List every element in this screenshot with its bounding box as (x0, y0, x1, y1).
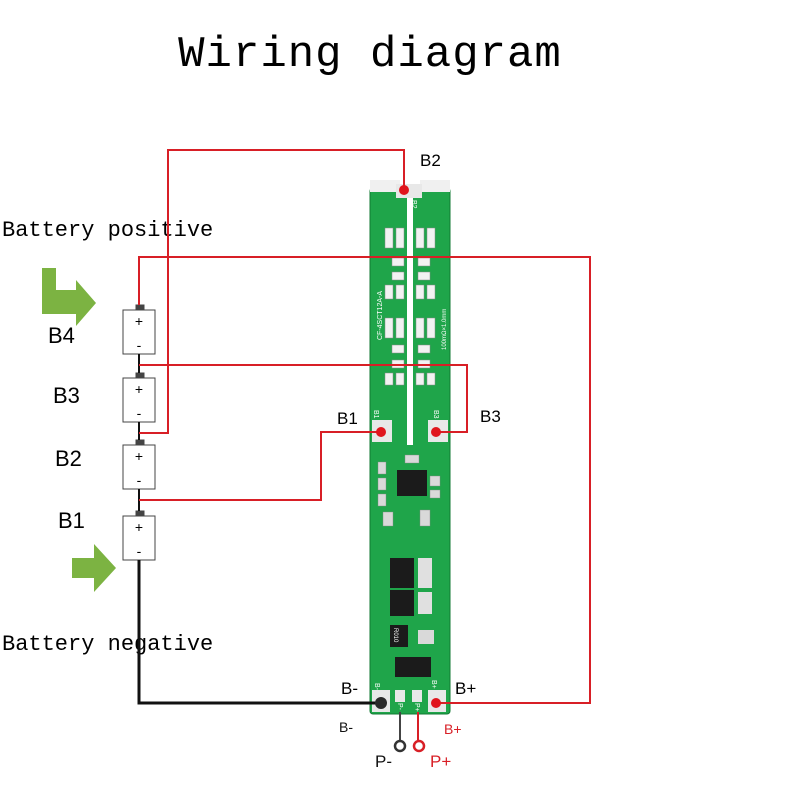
cell-b3-plus: + (135, 381, 143, 397)
battery-positive-label: Battery positive (2, 218, 214, 243)
silk-pplus: P+ (413, 703, 420, 712)
page-title: Wiring diagram (178, 30, 562, 80)
cell-b2-plus: + (135, 448, 143, 464)
terminal-pplus (412, 739, 426, 753)
cell-b3-minus: - (137, 405, 142, 421)
pcb-outline (369, 187, 451, 715)
silk-b3: B3 (432, 410, 439, 419)
pad-label-bplus: B+ (455, 679, 477, 698)
wire-b2 (139, 149, 405, 434)
balance-components-left (384, 227, 405, 386)
cell-b2 (122, 444, 156, 490)
shunt-cap (418, 630, 434, 644)
dot-b1 (376, 427, 386, 437)
pad-pminus (395, 690, 405, 702)
pad-b2 (396, 184, 422, 198)
pad-b3 (428, 420, 448, 442)
wire-b3 (139, 364, 468, 433)
pad-bminus (372, 690, 390, 712)
pad-label-bminus: B- (341, 679, 358, 698)
cell-b3-cap (135, 372, 145, 379)
diode (395, 657, 431, 677)
dot-b3 (431, 427, 441, 437)
pad-label-b2: B2 (420, 151, 441, 170)
cell-b2-minus: - (137, 472, 142, 488)
mosfet-bottom (390, 590, 414, 616)
mosfet-top (390, 558, 414, 588)
arrow-battery-negative-icon (58, 544, 116, 592)
silk-b2: B2 (410, 200, 417, 209)
cell-b1-cap (135, 510, 145, 517)
dot-bminus (375, 697, 387, 709)
cell-label-b3: B3 (53, 383, 80, 408)
pad-pplus (412, 690, 422, 702)
terminal-pminus (393, 739, 407, 753)
mosfet-cap-bottom (418, 592, 432, 614)
pad-label-b3: B3 (480, 407, 501, 426)
arrows (42, 268, 116, 592)
dot-b2 (399, 185, 409, 195)
cell-b1 (122, 515, 156, 561)
pad-bplus (428, 690, 446, 712)
cell-b4 (122, 309, 156, 355)
cell-b1-minus: - (137, 543, 142, 559)
silk-shunt-note: 100mΩ×1.0mm (442, 309, 448, 350)
terminal-label-bminus: B- (339, 719, 353, 735)
silk-resistor: R010 (392, 628, 398, 643)
balance-components-right (415, 227, 436, 386)
cell-b4-plus: + (135, 313, 143, 329)
mosfet-cap-top (418, 558, 432, 588)
cell-b4-minus: - (137, 337, 142, 353)
cell-b2-cap (135, 439, 145, 446)
cell-label-b4: B4 (48, 323, 75, 348)
terminal-label-pminus: P- (375, 752, 392, 771)
battery-stack (122, 304, 156, 561)
pad-label-b1: B1 (337, 409, 358, 428)
terminal-label-bplus: B+ (444, 721, 462, 737)
pcb-top-tab-left (370, 180, 400, 192)
pad-b1 (372, 420, 392, 442)
cell-label-b1: B1 (58, 508, 85, 533)
wire-b1 (139, 431, 381, 501)
ic-passives (377, 454, 441, 527)
terminal-label-pplus: P+ (430, 752, 452, 771)
connection-dots (375, 185, 441, 753)
silk-pminus: P- (396, 703, 403, 711)
cell-b3 (122, 377, 156, 423)
battery-negative-label: Battery negative (2, 632, 214, 657)
silk-bminus: B- (373, 683, 380, 691)
cell-b1-plus: + (135, 519, 143, 535)
silk-bplus: B+ (430, 680, 437, 689)
cell-b4-cap (135, 304, 145, 311)
pcb-top-tab-right (420, 180, 450, 192)
silk-part-number: CF-4SCT12A-A (377, 291, 384, 340)
bms-board: B2 B1 B3 B- P- P+ B+ CF-4SCT12A-A 100mΩ×… (369, 180, 451, 715)
pcb-center-slot (407, 190, 413, 445)
silk-b1: B1 (372, 410, 379, 419)
protection-ic (397, 470, 427, 496)
arrow-battery-positive-icon (42, 268, 96, 326)
shunt-resistor (390, 625, 408, 647)
dot-bplus (431, 698, 441, 708)
cell-label-b2: B2 (55, 446, 82, 471)
